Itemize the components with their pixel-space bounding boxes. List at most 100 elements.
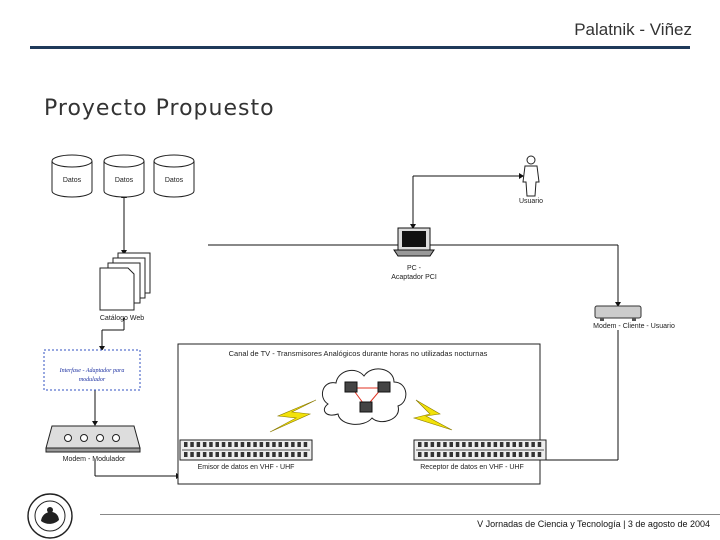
rack-indicator bbox=[468, 442, 472, 447]
rack-indicator bbox=[518, 452, 523, 457]
rack-indicator bbox=[499, 442, 504, 447]
slide-title: Proyecto Propuesto bbox=[44, 96, 275, 121]
pc-label-adapter: Acaptador PCI bbox=[391, 274, 437, 281]
rack-indicator bbox=[449, 442, 453, 447]
university-seal-logo bbox=[27, 493, 73, 539]
rack-indicator bbox=[443, 442, 447, 447]
receiver-device-icon bbox=[413, 439, 547, 461]
rack-indicator bbox=[506, 442, 510, 447]
rack-indicator bbox=[202, 452, 207, 457]
rack-indicator bbox=[253, 452, 257, 457]
rack-indicator bbox=[272, 452, 276, 457]
emitter-device-icon bbox=[179, 439, 313, 461]
rack-indicator bbox=[512, 452, 516, 457]
rack-indicator bbox=[284, 452, 289, 457]
rack-indicator bbox=[190, 452, 194, 457]
rack-indicator bbox=[297, 452, 301, 457]
rack-indicator bbox=[234, 452, 238, 457]
rack-indicator bbox=[291, 452, 295, 457]
rack-indicator bbox=[228, 452, 232, 457]
user-modem-icon bbox=[594, 305, 642, 321]
lightning-left-icon bbox=[269, 399, 317, 433]
rack-indicator bbox=[215, 442, 219, 447]
user-modem-label: Modem - Cliente - Usuario bbox=[593, 323, 675, 330]
rack-indicator bbox=[468, 452, 472, 457]
header-author: Palatnik - Viñez bbox=[574, 20, 692, 39]
rack-indicator bbox=[259, 452, 264, 457]
rack-indicator bbox=[253, 442, 257, 447]
pc-label: PC - bbox=[407, 265, 422, 272]
rack-indicator bbox=[487, 452, 491, 457]
rack-indicator bbox=[265, 442, 270, 447]
user-figure-icon bbox=[522, 155, 540, 197]
tv-channel-title: Canal de TV - Transmisores Analógicos du… bbox=[229, 349, 488, 358]
rack-indicator bbox=[209, 442, 213, 447]
rack-indicator bbox=[184, 452, 188, 457]
arrow-down-modem bbox=[92, 421, 98, 426]
catalog-label: Catálogo Web bbox=[100, 315, 144, 322]
rack-indicator bbox=[525, 452, 529, 457]
rack-indicator bbox=[297, 442, 301, 447]
rack-indicator bbox=[228, 442, 232, 447]
rack-indicator bbox=[474, 442, 479, 447]
receiver-label: Receptor de datos en VHF - UHF bbox=[420, 464, 524, 471]
rack-indicator bbox=[506, 452, 510, 457]
arrow-down-user-modem bbox=[615, 302, 621, 307]
rack-indicator bbox=[418, 452, 422, 457]
rack-indicator bbox=[418, 442, 422, 447]
rack-indicator bbox=[196, 442, 201, 447]
interface-label: Interfase - Adaptador para bbox=[59, 367, 125, 374]
rack-indicator bbox=[436, 452, 441, 457]
network-cloud-icon bbox=[321, 368, 407, 425]
rack-indicator bbox=[272, 442, 276, 447]
rack-indicator bbox=[278, 452, 282, 457]
rack-indicator bbox=[531, 442, 535, 447]
header-divider bbox=[30, 46, 690, 49]
rack-indicator bbox=[430, 452, 435, 457]
arrow-down-pc bbox=[410, 224, 416, 229]
rack-indicator bbox=[240, 452, 245, 457]
rack-indicator bbox=[265, 452, 270, 457]
rack-indicator bbox=[518, 442, 523, 447]
rack-indicator bbox=[493, 442, 498, 447]
database-icon: Datos bbox=[51, 154, 93, 198]
rack-indicator bbox=[247, 452, 251, 457]
rack-indicator bbox=[537, 442, 542, 447]
rack-indicator bbox=[303, 452, 308, 457]
interface-box bbox=[43, 349, 141, 391]
rack-indicator bbox=[493, 452, 498, 457]
rack-indicator bbox=[481, 442, 485, 447]
rack-indicator bbox=[291, 442, 295, 447]
rack-indicator bbox=[455, 442, 460, 447]
rack-indicator bbox=[462, 442, 466, 447]
lightning-right-icon bbox=[412, 399, 453, 431]
rack-indicator bbox=[240, 442, 245, 447]
rack-indicator bbox=[430, 442, 435, 447]
arrow-down-interface bbox=[99, 346, 105, 351]
rack-indicator bbox=[487, 442, 491, 447]
rack-indicator bbox=[531, 452, 535, 457]
rack-indicator bbox=[184, 442, 188, 447]
rack-indicator bbox=[190, 442, 194, 447]
modulator-modem-label: Modem - Modulador bbox=[63, 456, 126, 463]
databases: Datos Datos Datos bbox=[51, 154, 195, 198]
database-icon: Datos bbox=[153, 154, 195, 198]
interface-label-2: modulador bbox=[79, 377, 106, 383]
rack-indicator bbox=[436, 442, 441, 447]
rack-indicator bbox=[221, 442, 226, 447]
catalog-documents-icon bbox=[99, 252, 151, 311]
rack-indicator bbox=[474, 452, 479, 457]
rack-indicator bbox=[424, 442, 428, 447]
rack-indicator bbox=[234, 442, 238, 447]
rack-indicator bbox=[462, 452, 466, 457]
footer-divider bbox=[100, 514, 720, 515]
footer-text: V Jornadas de Ciencia y Tecnología | 3 d… bbox=[477, 519, 710, 529]
rack-indicator bbox=[215, 452, 219, 457]
node-computer-icon bbox=[344, 381, 358, 393]
emitter-label: Emisor de datos en VHF - UHF bbox=[198, 464, 295, 471]
rack-indicator bbox=[278, 442, 282, 447]
rack-indicator bbox=[196, 452, 201, 457]
rack-indicator bbox=[247, 442, 251, 447]
node-computer-icon bbox=[377, 381, 391, 393]
